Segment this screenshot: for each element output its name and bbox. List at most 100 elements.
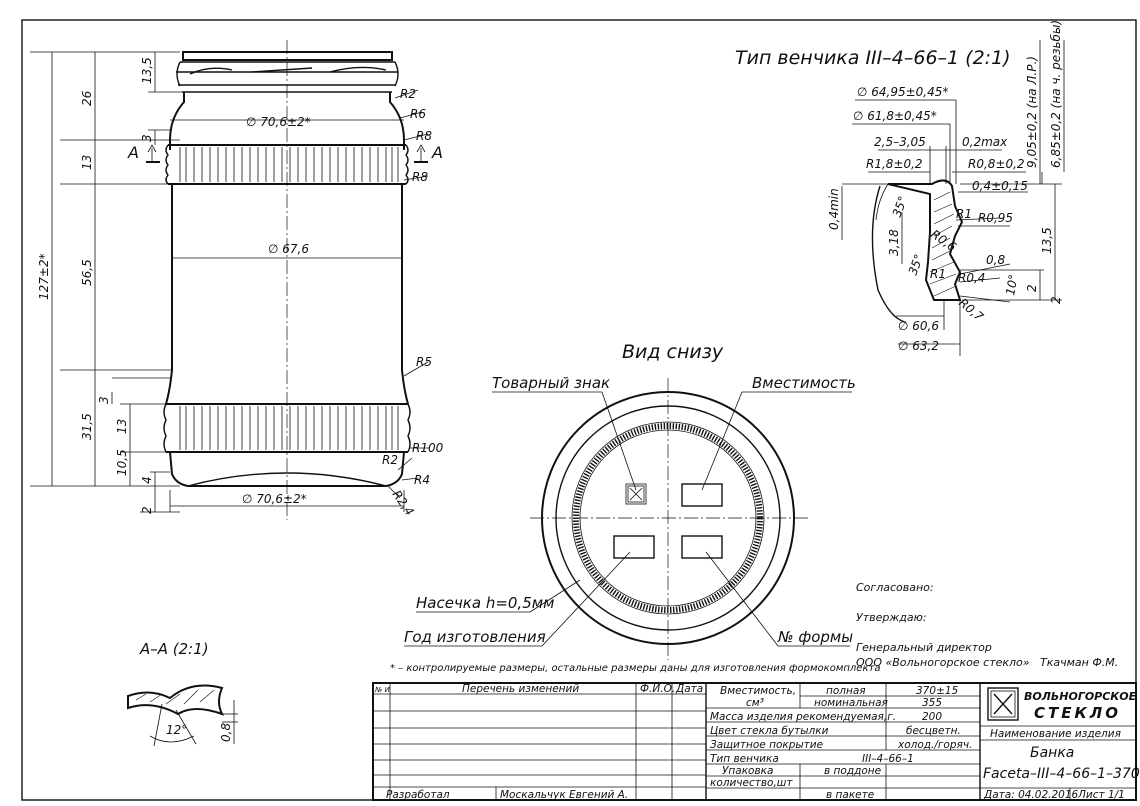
label-mold: № формы <box>777 628 853 646</box>
title-block <box>372 682 1137 801</box>
jar-dimension-labels: ∅ 70,6±2* ∅ 67,6 ∅ 70,6±2* 127±2* 26 13,… <box>37 57 444 518</box>
approval-company: ООО «Вольногорское стекло» <box>856 656 1030 669</box>
section-angle: 12° <box>166 723 187 737</box>
dim-r5: R5 <box>416 355 432 369</box>
crown-r1-8: R1,8±0,2 <box>866 157 923 171</box>
bottom-view-title: Вид снизу <box>622 341 724 363</box>
crown-r0-4: R0,4 <box>958 271 985 285</box>
crown-type-label: Тип венчика <box>710 753 779 765</box>
designer-label: Разработал <box>386 789 450 801</box>
crown-a10: 10° <box>1003 273 1020 296</box>
approval-approved: Утверждаю: <box>856 611 927 624</box>
footnote: * – контролируемые размеры, остальные ра… <box>390 663 880 674</box>
changes-col-num: № И <box>374 686 391 694</box>
full-label: полная <box>826 685 866 697</box>
changes-col-date: Дата <box>675 683 703 695</box>
crown-v2: 6,85±0,2 (на ч. резьбы) <box>1049 20 1063 168</box>
dim-r2-4: R2,4 <box>390 488 417 518</box>
dim-r2b: R2 <box>382 453 398 467</box>
approval-director-title: Генеральный директор <box>856 641 992 654</box>
crown-a35b: 35° <box>906 252 926 277</box>
drawing-date: Дата: 04.02.2016 <box>983 789 1079 801</box>
dim-h13a: 13 <box>80 155 94 170</box>
company-name-2: СТЕКЛО <box>1034 704 1121 722</box>
label-trademark: Товарный знак <box>492 374 610 392</box>
crown-r0-8: R0,8±0,2 <box>968 157 1025 171</box>
capacity-label: Вместимость, <box>720 685 796 697</box>
color-value: бесцветн. <box>906 725 961 737</box>
bottom-view-labels: Товарный знак Вместимость Насечка h=0,5м… <box>404 374 856 646</box>
color-label: Цвет стекла бутылки <box>710 725 829 737</box>
dim-h3a: 3 <box>140 134 154 142</box>
mold-box <box>681 535 723 559</box>
crown-dimension-labels: ∅ 64,95±0,45* ∅ 61,8±0,45* 2,5–3,05 0,2m… <box>827 20 1063 353</box>
changes-col-list: Перечень изменений <box>462 683 579 695</box>
dim-h-total: 127±2* <box>37 253 51 300</box>
product-name-1: Банка <box>1030 745 1074 761</box>
mass-value: 200 <box>922 711 942 723</box>
dim-r6: R6 <box>410 107 426 121</box>
crown-r0-95: R0,95 <box>978 211 1013 225</box>
label-year: Год изготовления <box>404 628 546 646</box>
crown-d60-6: ∅ 60,6 <box>898 319 939 333</box>
pack-value-1: в поддоне <box>824 765 881 777</box>
section-aa <box>127 684 238 747</box>
label-notch: Насечка h=0,5мм <box>416 594 554 612</box>
dim-h4: 4 <box>140 476 154 484</box>
coating-label: Защитное покрытие <box>710 739 823 751</box>
dim-r4: R4 <box>414 473 430 487</box>
crown-r1b: R1 <box>930 267 946 281</box>
crown-a35a: 35° <box>890 194 910 219</box>
crown-d63-2: ∅ 63,2 <box>898 339 939 353</box>
capacity-box <box>681 483 723 507</box>
product-name-2: Faceta–III–4–66–1–370 <box>983 766 1140 782</box>
crown-type-value: III–4–66–1 <box>862 753 914 765</box>
crown-h13-5: 13,5 <box>1040 227 1054 254</box>
pack-label-2: количество,шт <box>710 777 793 789</box>
section-title: А–А (2:1) <box>139 640 209 658</box>
approval-agreed: Согласовано: <box>856 581 934 594</box>
section-marker-right: А <box>431 143 443 162</box>
sheet-number: Лист 1/1 <box>1077 789 1125 801</box>
title-block-text: № И Перечень изменений Ф.И.О. Дата Разра… <box>374 683 1140 801</box>
crown-d0-4: 0,4±0,15 <box>972 179 1028 193</box>
section-marker-left: А <box>127 143 139 162</box>
crown-w1: 2,5–3,05 <box>874 135 926 149</box>
crown-title: Тип венчика III–4–66–1 (2:1) <box>735 47 1011 69</box>
full-value: 370±15 <box>916 685 959 697</box>
crown-h3-18: 3,18 <box>887 229 901 256</box>
dim-h26: 26 <box>80 90 94 106</box>
pack-label-1: Упаковка <box>722 765 773 777</box>
section-dim: 0,8 <box>219 723 233 742</box>
dim-h10-5: 10,5 <box>115 449 129 476</box>
approvals: Согласовано: Утверждаю: Генеральный дире… <box>856 581 1118 669</box>
crown-d1: ∅ 64,95±0,45* <box>857 85 948 99</box>
approval-director-name: Ткачман Ф.М. <box>1040 656 1118 669</box>
crown-w2: 0,2max <box>962 135 1008 149</box>
dim-d-top: ∅ 70,6±2* <box>246 115 311 129</box>
dim-h13b: 13 <box>115 419 129 434</box>
dim-r2: R2 <box>400 87 416 101</box>
jar-drawing <box>30 40 430 520</box>
crown-h2b: 2 <box>1049 296 1063 304</box>
dim-d-mid: ∅ 67,6 <box>268 242 309 256</box>
product-label: Наименование изделия <box>990 728 1121 740</box>
year-box <box>613 535 655 559</box>
crown-min0-4: 0,4min <box>827 188 841 230</box>
dim-r100: R100 <box>412 441 444 455</box>
capacity-unit: см³ <box>746 697 764 709</box>
dim-d-bot: ∅ 70,6±2* <box>242 492 307 506</box>
dim-h3b: 3 <box>97 396 111 404</box>
dim-r8a: R8 <box>416 129 432 143</box>
crown-v1: 9,05±0,2 (на Л.Р.) <box>1025 56 1039 168</box>
label-capacity: Вместимость <box>752 374 856 392</box>
crown-r0-6: R0,6 <box>928 227 959 254</box>
dim-r8b: R8 <box>412 170 428 184</box>
crown-d2: ∅ 61,8±0,45* <box>853 109 937 123</box>
mass-label: Масса изделия рекомендуемая,г. <box>710 711 896 723</box>
trademark-icon <box>625 483 647 505</box>
pack-value-2: в пакете <box>826 789 874 801</box>
dim-h31-5: 31,5 <box>80 413 94 440</box>
company-logo-icon <box>987 687 1019 721</box>
